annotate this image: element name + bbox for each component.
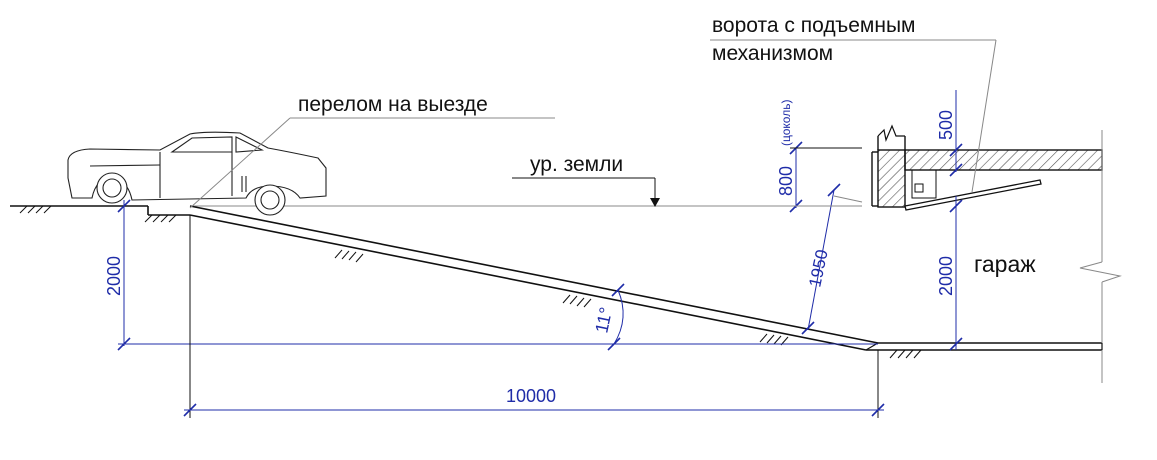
ground-level-label: ур. земли xyxy=(530,153,623,176)
car-icon xyxy=(67,131,327,216)
gate-label-line1: ворота с подъемным xyxy=(712,14,915,37)
dim-length: 10000 xyxy=(506,386,556,406)
dim-plinth-value: 800 xyxy=(776,166,796,196)
dim-diagonal: 1950 xyxy=(805,248,831,289)
dim-plinth-note: (цоколь) xyxy=(779,100,793,146)
gate-label-line2: механизмом xyxy=(712,42,833,65)
break-label: перелом на выезде xyxy=(298,93,488,116)
ground-line xyxy=(10,205,862,223)
dimension-lines xyxy=(117,90,963,418)
garage-structure xyxy=(871,124,1122,383)
dim-height-right: 2000 xyxy=(936,256,956,296)
garage-label: гараж xyxy=(974,251,1036,277)
dim-top-slab: 500 xyxy=(936,110,956,140)
dim-angle: 11° xyxy=(591,305,616,334)
leader-lines xyxy=(189,39,997,209)
ramp-slab xyxy=(189,205,1102,359)
dim-height-left: 2000 xyxy=(104,256,124,296)
